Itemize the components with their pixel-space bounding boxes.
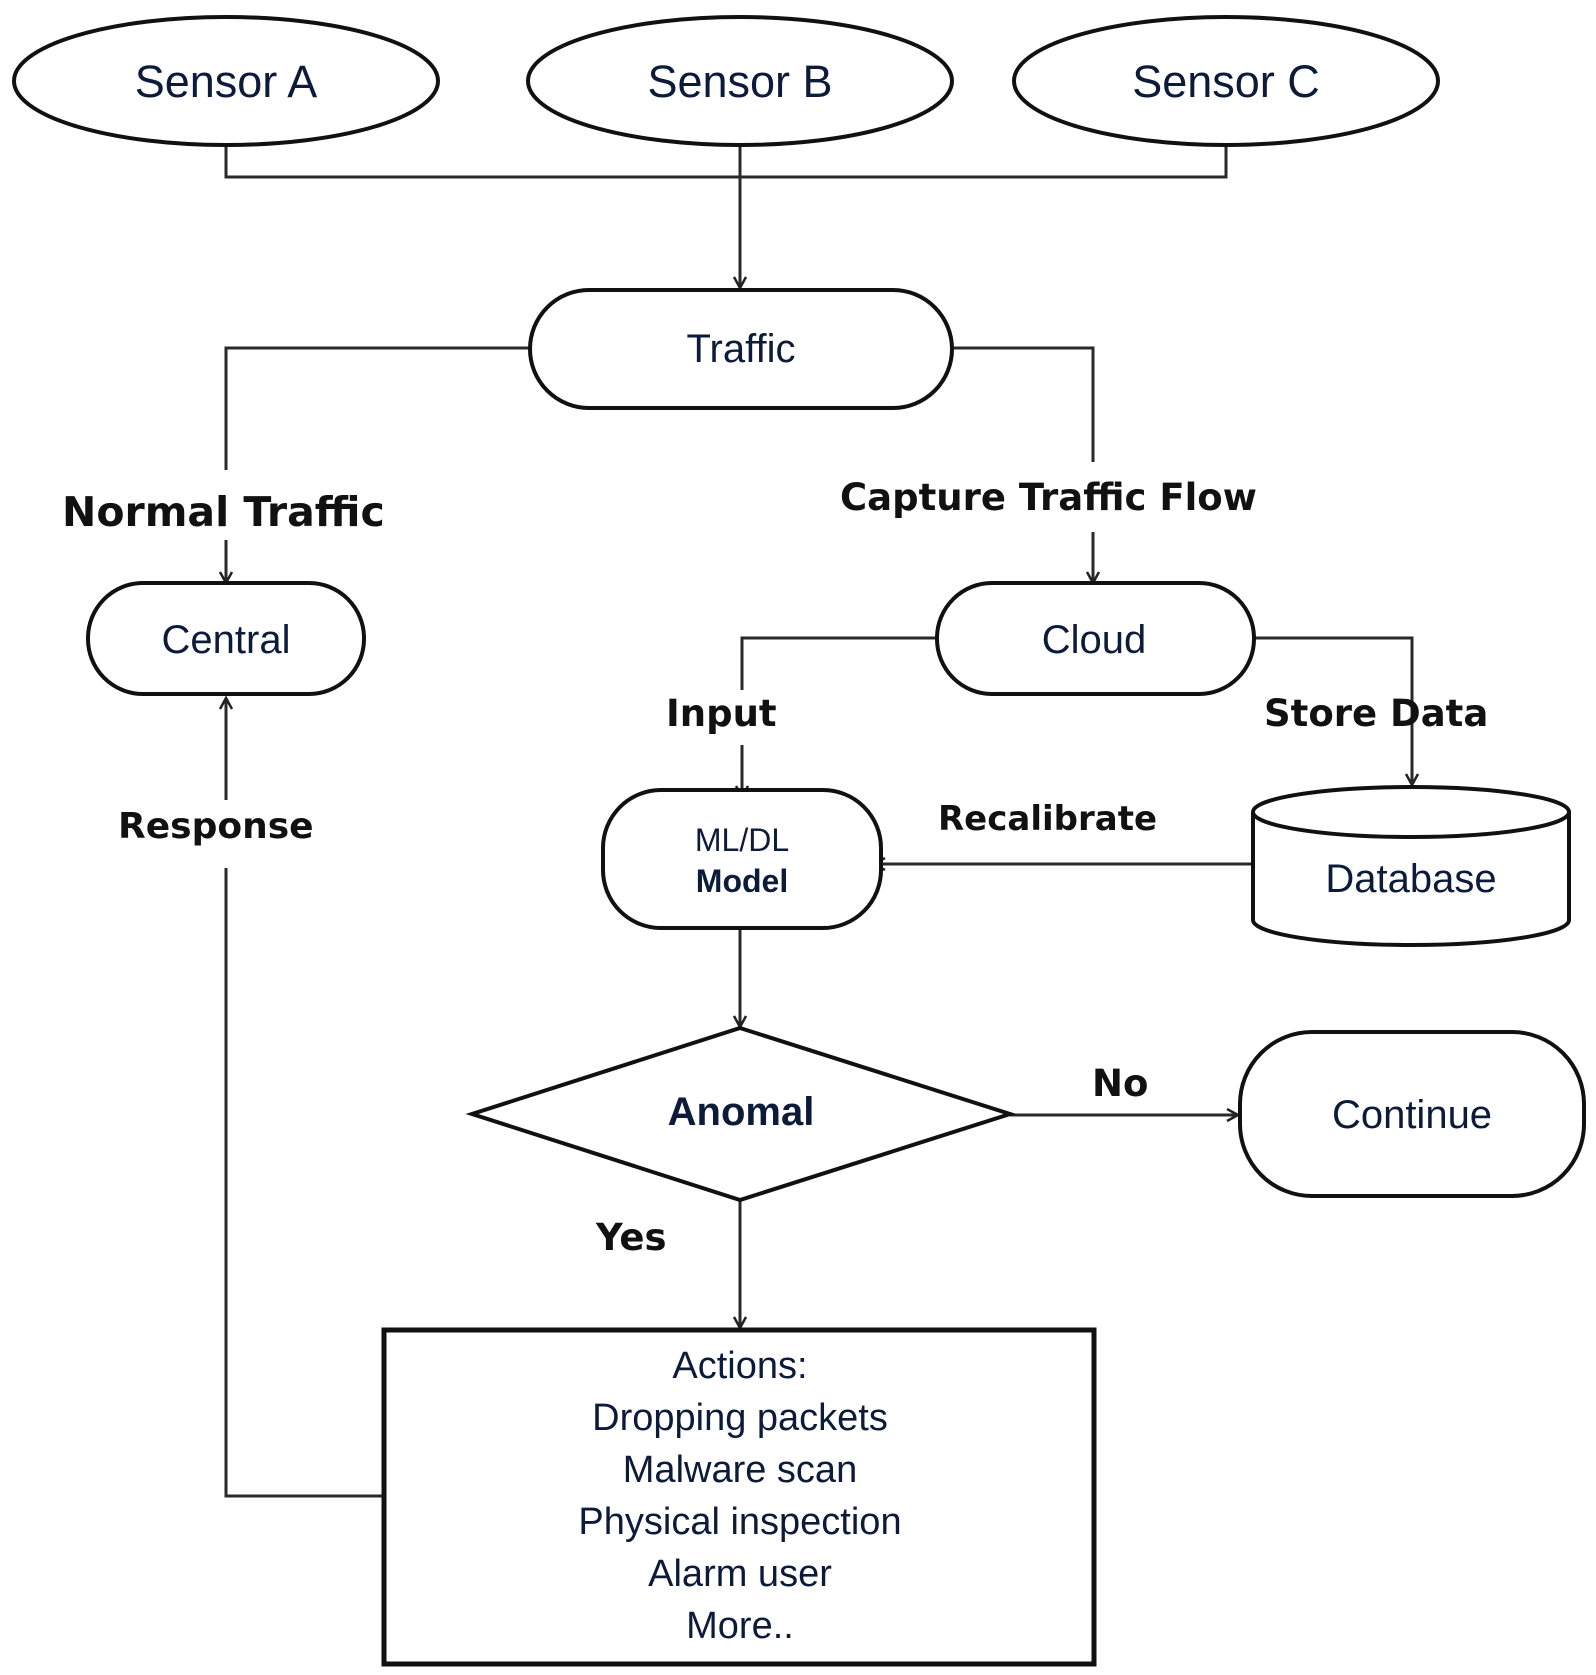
decision-label: Anomal — [668, 1090, 815, 1134]
continue-node: Continue — [1238, 1030, 1586, 1198]
sensor-a-node: Sensor A — [12, 15, 440, 147]
action-item: Dropping packets — [592, 1397, 888, 1439]
store-data-label: Store Data — [1264, 692, 1488, 735]
connector-sensor-a-to-bus — [224, 147, 740, 179]
sensor-b-node: Sensor B — [526, 15, 954, 147]
sensor-c-node: Sensor C — [1012, 15, 1440, 147]
traffic-label: Traffic — [687, 327, 796, 371]
database-label: Database — [1325, 857, 1496, 901]
central-label: Central — [162, 618, 291, 662]
connector-traffic-to-central — [224, 346, 530, 470]
sensor-c-label: Sensor C — [1132, 56, 1320, 107]
recalibrate-label: Recalibrate — [938, 799, 1157, 839]
connector-traffic-to-cloud — [952, 346, 1095, 462]
sensor-b-label: Sensor B — [647, 56, 832, 107]
actions-box: Actions: Dropping packets Malware scan P… — [381, 1327, 1097, 1667]
action-item: More.. — [686, 1605, 794, 1647]
input-label: Input — [666, 692, 777, 735]
anomal-decision-node: Anomal — [465, 1025, 1017, 1203]
normal-traffic-label: Normal Traffic — [62, 488, 385, 536]
traffic-node: Traffic — [528, 288, 954, 410]
connector-actions-to-response — [224, 868, 384, 1498]
ml-model-label-line2: Model — [696, 863, 788, 899]
connector-cloud-to-model — [740, 636, 937, 690]
yes-label: Yes — [595, 1216, 667, 1259]
connector-cloud-to-database — [1254, 636, 1412, 785]
database-node: Database — [1251, 785, 1571, 947]
cloud-node: Cloud — [935, 581, 1256, 696]
capture-traffic-flow-label: Capture Traffic Flow — [840, 476, 1257, 519]
continue-label: Continue — [1332, 1093, 1492, 1137]
connectors — [224, 147, 1412, 1498]
cloud-label: Cloud — [1042, 618, 1147, 662]
action-item: Alarm user — [648, 1553, 832, 1595]
no-label: No — [1092, 1062, 1148, 1105]
edge-labels: Normal Traffic Capture Traffic Flow Inpu… — [62, 476, 1488, 1259]
ml-model-node: ML/DL Model — [601, 788, 883, 930]
action-item: Physical inspection — [578, 1501, 901, 1543]
connector-sensor-c-to-bus — [740, 147, 1228, 179]
ml-model-label-line1: ML/DL — [695, 822, 789, 858]
response-label: Response — [118, 806, 314, 847]
action-item: Malware scan — [623, 1449, 857, 1491]
actions-title: Actions: — [672, 1345, 807, 1387]
sensor-a-label: Sensor A — [135, 56, 318, 107]
central-node: Central — [86, 581, 366, 696]
